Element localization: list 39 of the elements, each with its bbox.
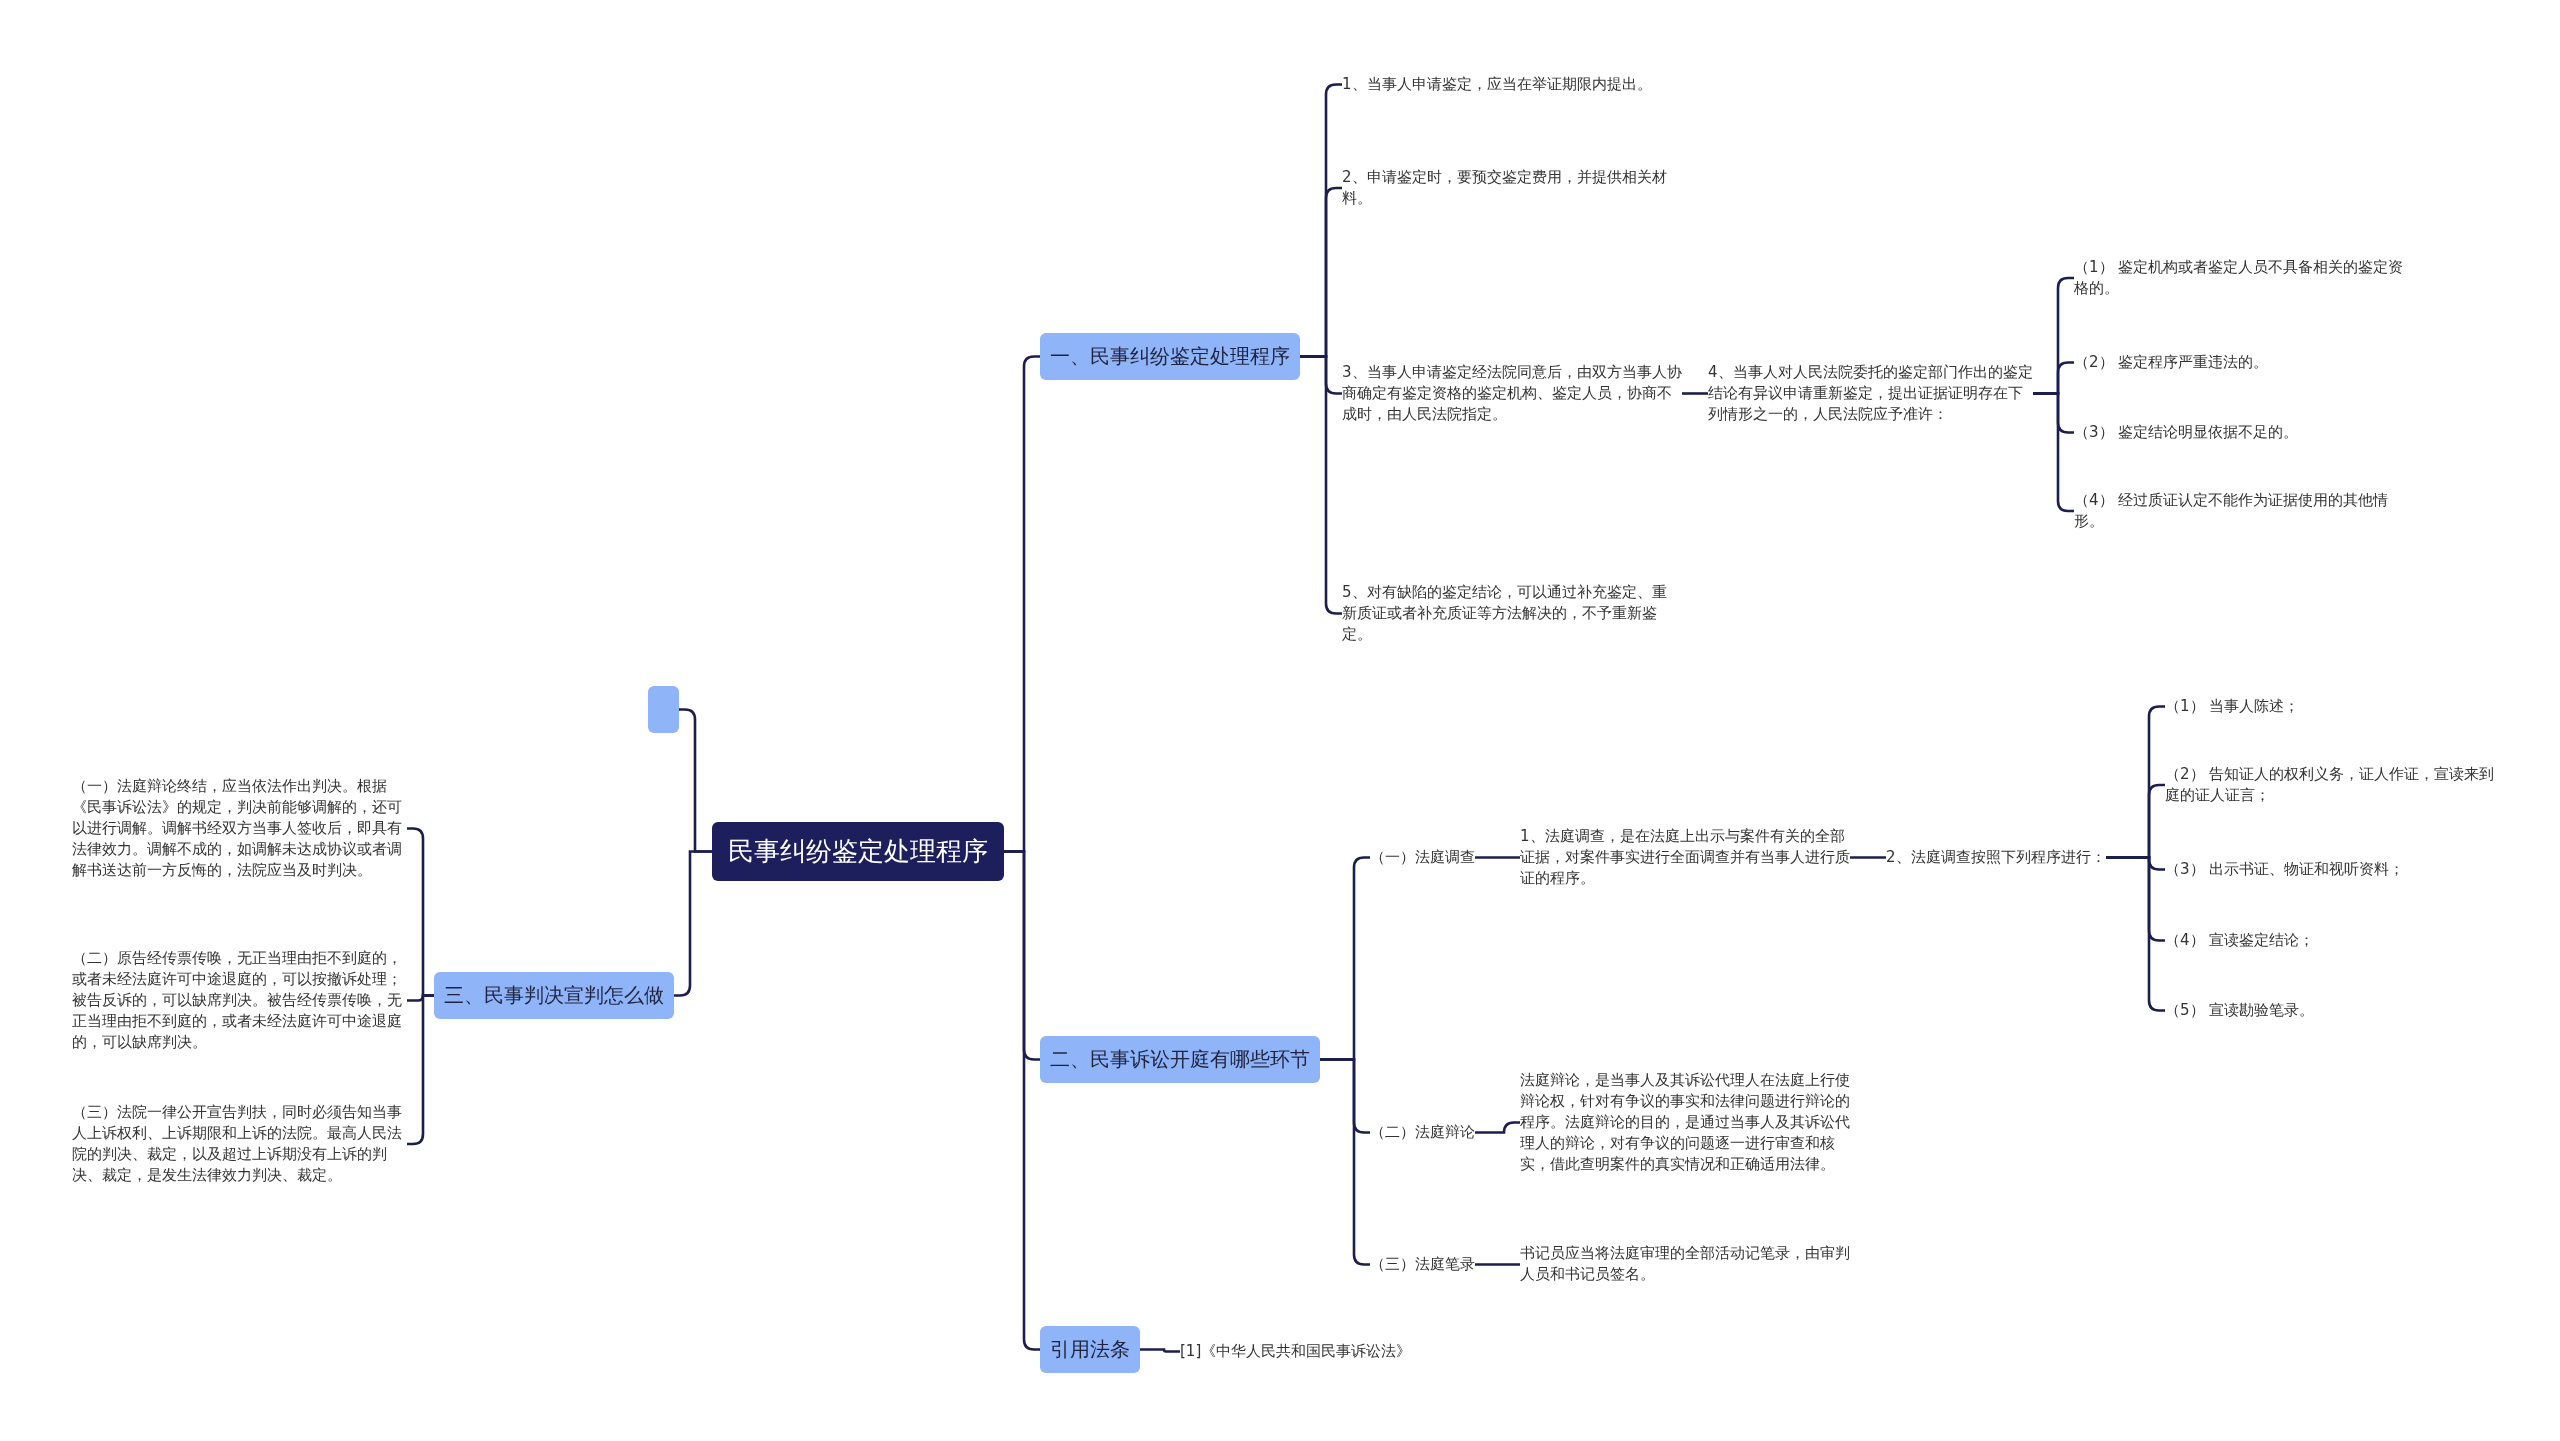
- connector-line: [1140, 1348, 1180, 1353]
- topic-box: 引用法条: [1040, 1326, 1140, 1373]
- topic-text: （三）法院一律公开宣告判扶，同时必须告知当事人上诉权利、上诉期限和上诉的法院。最高人民法院的判决、裁定，以及超过上诉期没有上诉的判决、裁定，是发生法律效力判决、裁定。: [72, 1100, 407, 1188]
- topic-text: （2） 告知证人的权利义务，证人作证，宣读来到庭的证人证言；: [2165, 762, 2500, 808]
- topic-text: 3、当事人申请鉴定经法院同意后，由双方当事人协商确定有鉴定资格的鉴定机构、鉴定人员，协商不成时，由人民法院指定。: [1342, 360, 1682, 427]
- topic-text: [1]《中华人民共和国民事诉讼法》: [1180, 1339, 1412, 1364]
- connector-line: [1004, 850, 1040, 1351]
- topic-text: （5） 宣读勘验笔录。: [2165, 998, 2495, 1023]
- connector-line: [1475, 856, 1520, 859]
- topic-text: （3） 鉴定结论明显依据不足的。: [2074, 420, 2404, 445]
- connector-line: [1475, 1263, 1520, 1266]
- topic-text: （3） 出示书证、物证和视听资料；: [2165, 857, 2495, 882]
- connector-line: [1682, 392, 1708, 395]
- topic-text: 4、当事人对人民法院委托的鉴定部门作出的鉴定结论有异议申请重新鉴定，提出证据证明存在下列情形之一的，人民法院应予准许：: [1708, 360, 2033, 427]
- topic-text: （1） 当事人陈述；: [2165, 694, 2495, 719]
- topic-text: （二）法庭辩论: [1370, 1120, 1475, 1145]
- topic-text: （三）法庭笔录: [1370, 1252, 1475, 1277]
- topic-text: （2） 鉴定程序严重违法的。: [2074, 350, 2404, 375]
- topic-text: （4） 经过质证认定不能作为证据使用的其他情形。: [2074, 488, 2404, 534]
- topic-text: 书记员应当将法庭审理的全部活动记笔录，由审判人员和书记员签名。: [1520, 1241, 1850, 1287]
- connector-line: [674, 850, 712, 997]
- topic-text: 1、当事人申请鉴定，应当在举证期限内提出。: [1342, 72, 1677, 97]
- topic-box: 一、民事纠纷鉴定处理程序: [1040, 333, 1300, 380]
- connector-line: [1475, 1121, 1520, 1134]
- topic-text: （4） 宣读鉴定结论；: [2165, 928, 2495, 953]
- topic-box: 二、民事诉讼开庭有哪些环节: [1040, 1036, 1320, 1083]
- topic-text: 2、申请鉴定时，要预交鉴定费用，并提供相关材料。: [1342, 165, 1677, 211]
- topic-text: （二）原告经传票传唤，无正当理由拒不到庭的，或者未经法庭许可中途退庭的，可以按撤诉处理；被告反诉的，可以缺席判决。被告经传票传唤，无正当理由拒不到庭的，或者未经法庭许可中途退庭的，可以缺席判决。: [72, 946, 407, 1055]
- topic-text: 2、法庭调查按照下列程序进行：: [1886, 845, 2106, 870]
- topic-text: 5、对有缺陷的鉴定结论，可以通过补充鉴定、重新质证或者补充质证等方法解决的，不予重新鉴定。: [1342, 580, 1677, 647]
- topic-box: [648, 686, 679, 733]
- topic-text: 1、法庭调查，是在法庭上出示与案件有关的全部证据，对案件事实进行全面调查并有当事人进行质证的程序。: [1520, 824, 1850, 891]
- topic-text: （一）法庭辩论终结，应当依法作出判决。根据《民事诉讼法》的规定，判决前能够调解的，还可以进行调解。调解书经双方当事人签收后，即具有法律效力。调解不成的，如调解未达成协议或者调解书送达前一方反悔的，法院应当及时判决。: [72, 774, 407, 883]
- topic-text: （1） 鉴定机构或者鉴定人员不具备相关的鉴定资格的。: [2074, 255, 2404, 301]
- central-topic: 民事纠纷鉴定处理程序: [712, 822, 1004, 881]
- topic-text: （一）法庭调查: [1370, 845, 1475, 870]
- topic-box: 三、民事判决宣判怎么做: [434, 972, 674, 1019]
- connector-line: [1850, 856, 1886, 859]
- topic-text: 法庭辩论，是当事人及其诉讼代理人在法庭上行使辩论权，针对有争议的事实和法律问题进行辩论的程序。法庭辩论的目的，是通过当事人及其诉讼代理人的辩论，对有争议的问题逐一进行审查和核实，借此查明案件的真实情况和正确适用法律。: [1520, 1068, 1850, 1177]
